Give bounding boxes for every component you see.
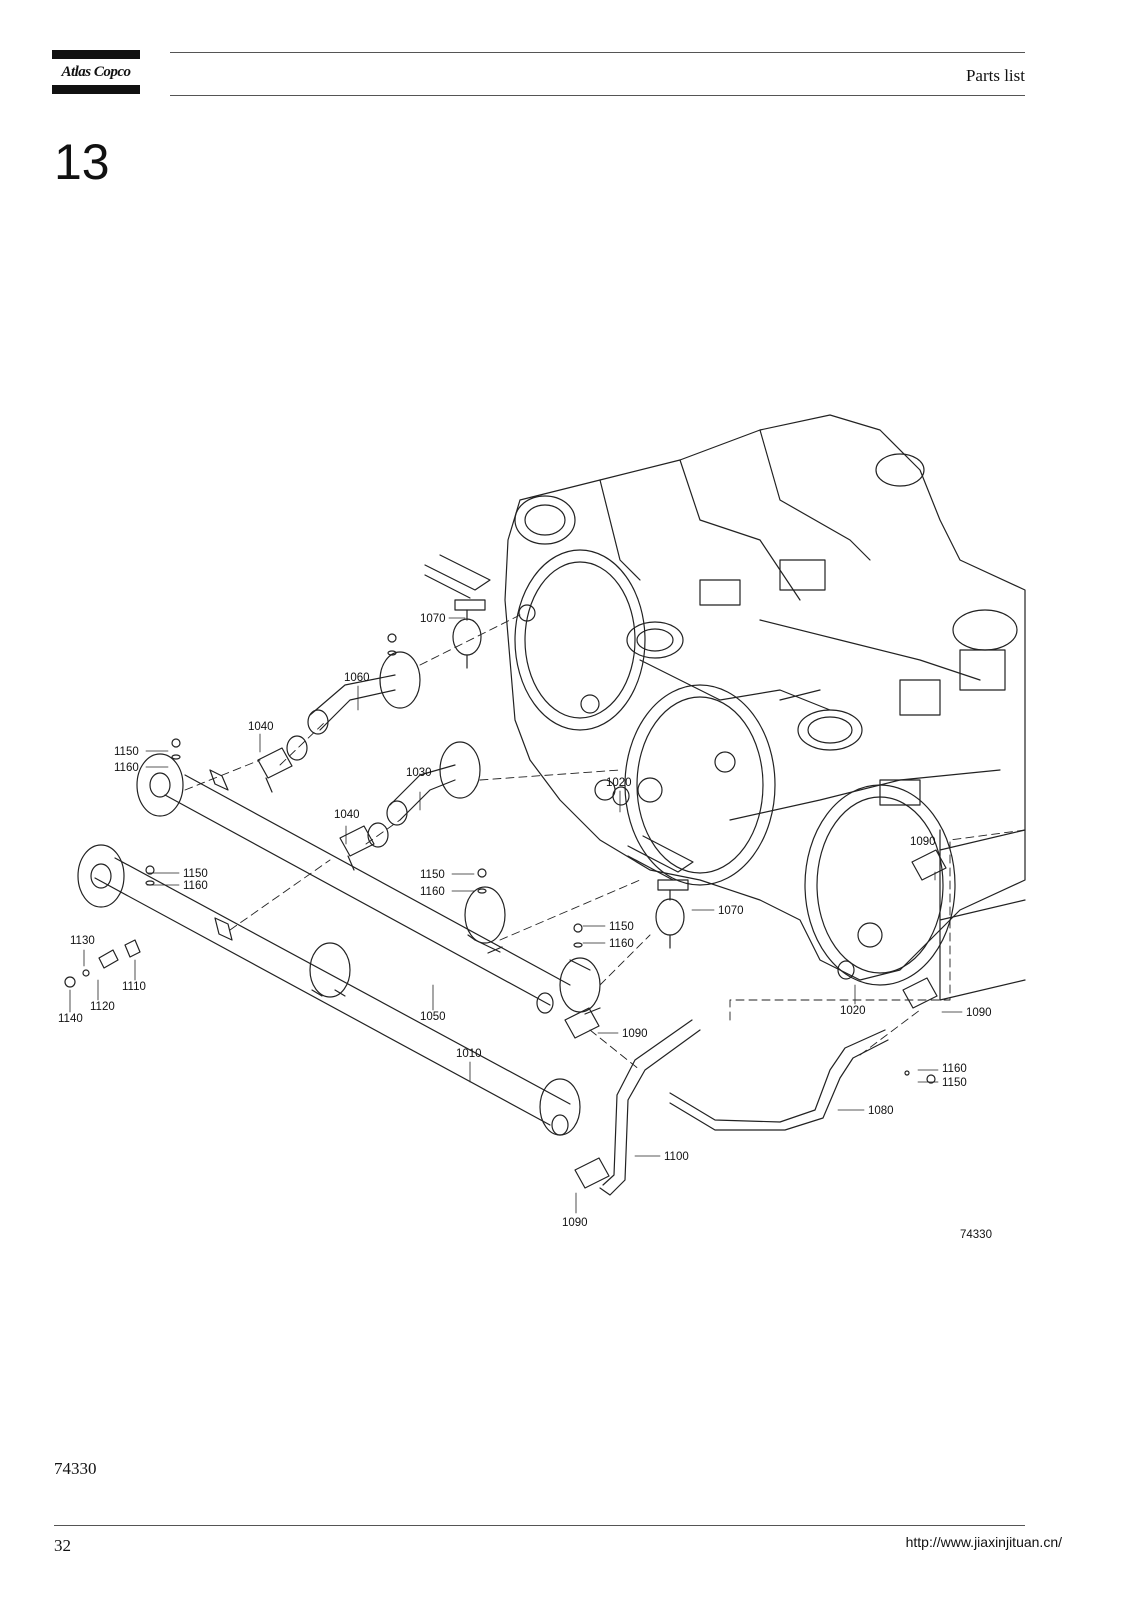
pipe-1010 [77, 844, 581, 1136]
tube-1100 [599, 1019, 701, 1196]
clamp-1090-b [574, 1157, 610, 1189]
callout-1110: 1110 [122, 981, 146, 993]
callout-1040-upper: 1040 [248, 721, 274, 733]
document-code: 74330 [54, 1459, 97, 1478]
header-title: Parts list [965, 66, 1025, 85]
assembly-lines [184, 614, 1026, 1071]
callout-1160-a: 1160 [114, 762, 139, 774]
callout-1150-e: 1150 [942, 1077, 967, 1089]
header-rule-top [170, 52, 1025, 53]
callouts: 1070 1060 1040 1150 1160 1030 1020 1040 … [58, 613, 992, 1241]
callout-1090-upper-right: 1090 [910, 836, 936, 848]
tube-1080 [669, 1029, 889, 1131]
callout-1130: 1130 [70, 935, 95, 947]
callout-1050: 1050 [420, 1011, 446, 1023]
callout-1040-lower: 1040 [334, 809, 360, 821]
clamp-1090-a [564, 1007, 600, 1039]
pipe-1060 [286, 651, 421, 761]
clamp-1090-c [902, 977, 938, 1009]
callout-1090-middle: 1090 [622, 1028, 648, 1040]
callout-1090-bottom: 1090 [562, 1217, 588, 1229]
callout-1080: 1080 [868, 1105, 894, 1117]
callout-1070-upper: 1070 [420, 613, 446, 625]
callout-1060: 1060 [344, 672, 370, 684]
valve-1070-lower [627, 835, 694, 949]
pipe-1030 [367, 741, 481, 848]
callout-1140: 1140 [58, 1013, 83, 1025]
atlas-copco-logo: Atlas Copco [52, 50, 140, 94]
callout-1020-lower: 1020 [840, 1005, 866, 1017]
clamp-1040-lower [339, 825, 375, 871]
leader-lines [69, 617, 963, 1214]
callout-1150-b: 1150 [183, 868, 208, 880]
fittings [64, 633, 936, 1084]
logo-bar-bottom [52, 85, 140, 94]
footer-rule [54, 1525, 1025, 1526]
callout-1150-a: 1150 [114, 746, 139, 758]
drawing-number: 74330 [960, 1229, 992, 1241]
callout-1150-c: 1150 [420, 869, 445, 881]
clamp-1090-d [911, 849, 947, 881]
callout-1100: 1100 [664, 1151, 689, 1163]
logo-bar-top [52, 50, 140, 59]
callout-1120: 1120 [90, 1001, 115, 1013]
callout-1160-e: 1160 [942, 1063, 967, 1075]
valve-1070-upper [424, 554, 491, 669]
callout-1070-lower: 1070 [718, 905, 744, 917]
callout-1020-upper: 1020 [606, 777, 632, 789]
page-number: 32 [54, 1536, 71, 1555]
logo-wordmark: Atlas Copco [61, 64, 131, 80]
pipe-1050 [136, 753, 601, 1014]
clamp-1040-upper [257, 747, 293, 793]
compressor-body [504, 414, 1026, 1001]
callout-1160-b: 1160 [183, 880, 208, 892]
section-number: 13 [54, 134, 110, 190]
callout-1010: 1010 [456, 1048, 482, 1060]
callout-1150-d: 1150 [609, 921, 634, 933]
footer-url[interactable]: http://www.jiaxinjituan.cn/ [905, 1534, 1062, 1550]
callout-1090-right: 1090 [966, 1007, 992, 1019]
header-rule-bottom [170, 95, 1025, 96]
callout-1160-d: 1160 [609, 938, 634, 950]
callout-1030: 1030 [406, 767, 432, 779]
callout-1160-c: 1160 [420, 886, 445, 898]
